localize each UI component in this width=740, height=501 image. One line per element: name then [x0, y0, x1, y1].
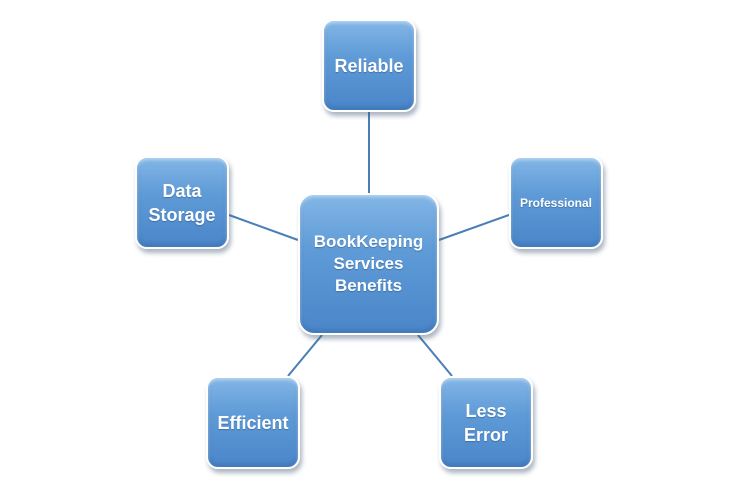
connector-efficient — [287, 334, 323, 377]
benefit-label-professional: Professional — [519, 195, 593, 210]
benefit-label-reliable: Reliable — [334, 55, 404, 76]
benefit-node-efficient: Efficient — [206, 376, 300, 469]
connector-data-storage — [228, 214, 299, 241]
benefit-node-less-error: Less Error — [439, 376, 533, 469]
connector-professional — [438, 214, 510, 241]
benefit-label-data-storage: Data Storage — [148, 180, 216, 225]
benefit-node-data-storage: Data Storage — [135, 156, 229, 249]
center-node: BookKeeping Services Benefits — [298, 193, 439, 335]
benefit-label-efficient: Efficient — [217, 412, 289, 433]
benefit-node-professional: Professional — [509, 156, 603, 249]
benefit-label-less-error: Less Error — [463, 400, 508, 445]
connector-less-error — [417, 334, 453, 377]
center-node-label: BookKeeping Services Benefits — [313, 232, 424, 295]
benefit-node-reliable: Reliable — [322, 19, 416, 112]
